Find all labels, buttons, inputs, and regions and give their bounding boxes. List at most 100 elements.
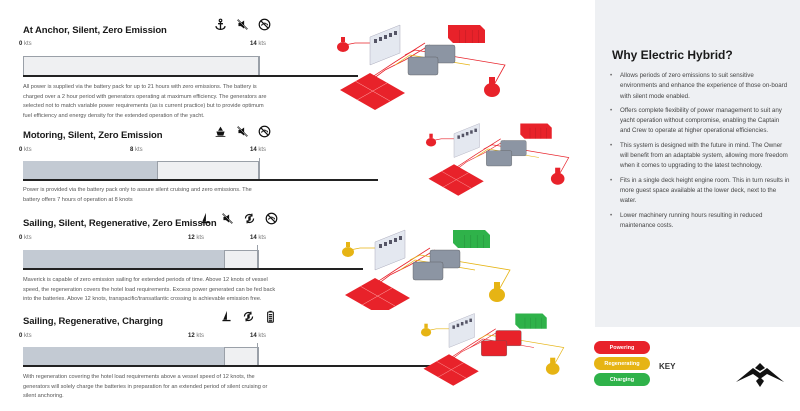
propulsion-motor — [545, 362, 560, 375]
connector-line — [23, 365, 443, 367]
mode-icons — [214, 18, 271, 31]
switchboard-panel — [394, 31, 397, 35]
anchor-icon — [214, 18, 227, 31]
generator — [481, 340, 507, 357]
generator — [407, 56, 439, 76]
prop-wire — [409, 254, 511, 289]
speed-bar-end — [259, 158, 260, 180]
tick-14: 14 kts — [250, 147, 267, 153]
mode-icons — [199, 212, 278, 225]
battery-pack — [448, 25, 485, 43]
section-title: Motoring, Silent, Zero Emission — [23, 130, 163, 141]
switchboard-panel — [384, 242, 387, 246]
tick-12: 12 kts — [188, 333, 205, 339]
prop-wire — [404, 49, 506, 84]
propulsion-motor — [337, 42, 349, 52]
panel-title: Why Electric Hybrid? — [612, 48, 733, 62]
tick-14: 14 kts — [250, 41, 267, 47]
speed-bar-battery-fill — [23, 250, 226, 269]
speed-bar — [23, 347, 259, 366]
propulsion-motor — [425, 137, 437, 147]
switchboard-panel — [456, 323, 460, 328]
speed-bar — [23, 250, 259, 269]
switchboard — [448, 313, 475, 348]
benefit-item: Fits in a single deck height engine room… — [610, 176, 790, 207]
mode-section-sailing-charging: Sailing, Regenerative, Charging 0 kts 12… — [0, 300, 600, 411]
switchboard-panel — [470, 130, 473, 134]
tick-0: 0 kts — [19, 41, 32, 47]
sailboat-icon — [199, 212, 212, 225]
section-title: Sailing, Silent, Regenerative, Zero Emis… — [23, 218, 217, 229]
mode-section-sailing-silent: Sailing, Silent, Regenerative, Zero Emis… — [0, 210, 600, 305]
benefits-list: Allows periods of zero emissions to suit… — [610, 71, 790, 235]
generator — [412, 261, 444, 281]
deck-panel-line — [356, 82, 388, 101]
regenerative-icon — [242, 310, 255, 323]
propulsion-motor-top — [489, 77, 495, 84]
no-emission-icon — [258, 18, 271, 31]
legend-title: KEY — [659, 362, 676, 371]
deck-panel-line — [437, 362, 464, 378]
propulsion-motor-top — [494, 282, 500, 289]
muted-speaker-icon — [236, 18, 249, 31]
switchboard — [369, 24, 401, 66]
prop-wire — [432, 138, 455, 141]
section-description: All power is supplied via the battery pa… — [23, 84, 267, 119]
propulsion-motor-top — [341, 37, 345, 42]
switchboard — [374, 229, 406, 271]
speed-bar — [23, 161, 259, 180]
mode-icons — [214, 125, 271, 138]
speed-bar-end — [259, 56, 260, 76]
switchboard-panel — [457, 135, 460, 139]
switchboard-panel — [474, 128, 477, 132]
switchboard-panel — [384, 35, 387, 39]
switchboard-panel — [461, 133, 465, 138]
prop-wire — [344, 42, 370, 46]
switchboard-panel — [460, 322, 464, 326]
power-system-diagram-0 — [337, 24, 506, 110]
prop-wire — [427, 328, 450, 331]
speed-bar — [23, 56, 259, 75]
propulsion-motor — [484, 83, 500, 97]
propulsion-motor-top — [550, 357, 556, 364]
battery-pack — [453, 230, 490, 248]
propulsion-motor-top — [424, 323, 428, 328]
propulsion-motor-top — [555, 167, 561, 174]
battery-icon — [264, 310, 277, 323]
speed-bar-battery-fill — [23, 347, 226, 366]
legend-charging: Charging — [594, 373, 650, 386]
legend-powering: Powering — [594, 341, 650, 354]
switchboard-panel — [389, 33, 392, 37]
brand-logo — [736, 363, 784, 387]
diagram-group — [337, 24, 506, 110]
why-electric-hybrid-panel: Why Electric Hybrid? Allows periods of z… — [595, 0, 800, 327]
tick-0: 0 kts — [19, 147, 32, 153]
section-title: Sailing, Regenerative, Charging — [23, 316, 163, 327]
propulsion-motor-top — [429, 133, 433, 138]
section-description: With regeneration covering the hotel loa… — [23, 374, 268, 400]
speed-bar-track — [23, 56, 259, 75]
switchboard-panel — [465, 320, 468, 324]
mode-section-motoring: Motoring, Silent, Zero Emission 0 kts 8 … — [0, 110, 600, 210]
speed-bar-end — [257, 245, 258, 269]
connector-line — [23, 75, 358, 77]
benefit-item: Offers complete flexibility of power man… — [610, 106, 790, 137]
tick-8: 8 kts — [130, 147, 143, 153]
diagram-group — [420, 313, 565, 386]
switchboard — [453, 123, 480, 158]
propulsion-motor-top — [346, 242, 350, 247]
regenerative-icon — [243, 212, 256, 225]
prop-wire — [478, 334, 565, 363]
prop-wire — [349, 247, 375, 251]
tick-0: 0 kts — [19, 235, 32, 241]
muted-speaker-icon — [236, 125, 249, 138]
prop-wire — [483, 144, 570, 173]
tick-0: 0 kts — [19, 333, 32, 339]
connector-line — [23, 268, 363, 270]
section-title: At Anchor, Silent, Zero Emission — [23, 25, 167, 36]
switchboard-panel — [469, 318, 472, 322]
tick-12: 12 kts — [188, 235, 205, 241]
tick-14: 14 kts — [250, 333, 267, 339]
speed-bar-battery-fill — [23, 161, 158, 180]
power-system-diagram-2 — [342, 229, 511, 310]
